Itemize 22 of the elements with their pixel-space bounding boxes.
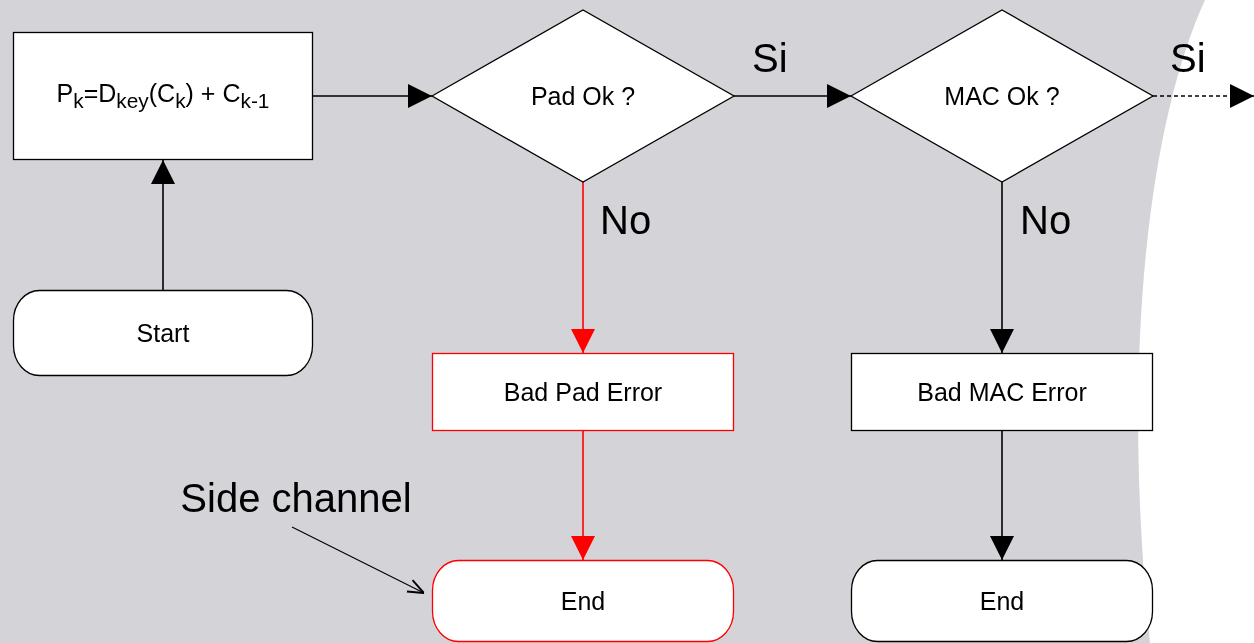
node-label: Pad Ok ? (530, 81, 636, 111)
node-label: End (560, 586, 606, 616)
node-label: P$_{k}$=D$_{key}$(C$_{k}$) + C$_{k-1}$ (56, 79, 270, 113)
arrow (733, 84, 852, 108)
arrow (990, 181, 1014, 354)
arrow (571, 181, 595, 354)
edge-label: Si (1170, 38, 1206, 78)
arrow (1152, 84, 1254, 108)
node-label: Bad Pad Error (503, 377, 663, 407)
arrow (312, 84, 433, 108)
node-label: End (979, 586, 1025, 616)
node-label: Start (136, 318, 190, 348)
node-label: Bad MAC Error (917, 377, 1087, 407)
edge-label: Si (752, 38, 788, 78)
annotation-text: Side channel (165, 474, 427, 522)
node-label: MAC Ok ? (944, 81, 1060, 111)
edge-label: No (1020, 200, 1072, 240)
edge-label: No (600, 200, 652, 240)
arrow (151, 159, 175, 291)
leader-line (291, 526, 425, 594)
arrow (571, 430, 595, 561)
arrow (990, 430, 1014, 561)
